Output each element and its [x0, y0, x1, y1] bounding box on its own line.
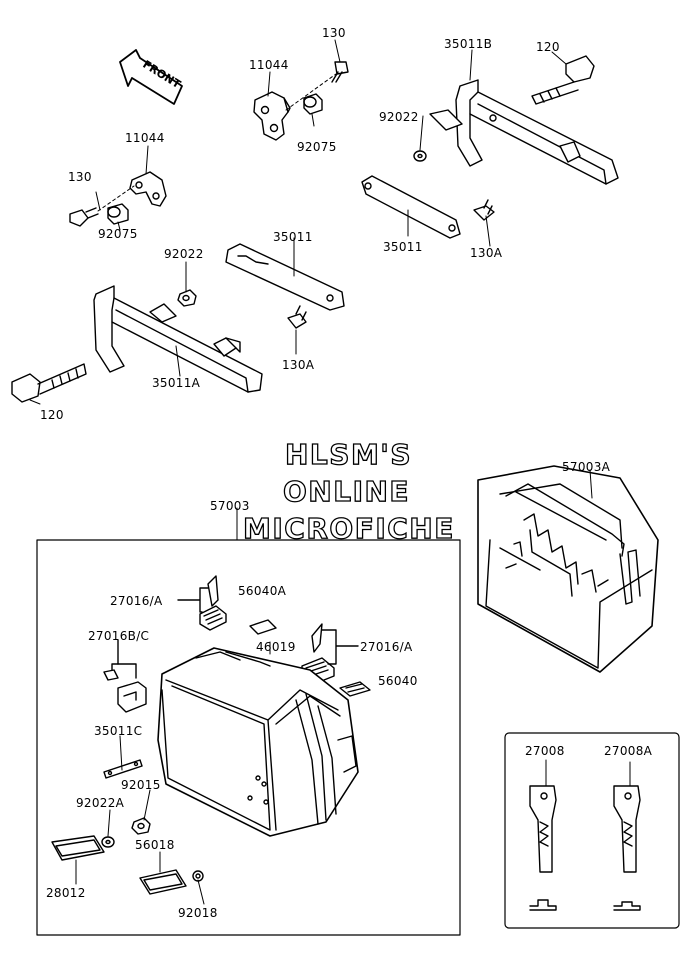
part-label: 57003A — [562, 460, 611, 474]
latch-27016A-left — [177, 575, 227, 631]
bracket-35011B — [429, 79, 619, 185]
part-label: 120 — [536, 40, 560, 54]
part-label: 130A — [282, 358, 315, 372]
washer-92022A — [101, 836, 115, 848]
part-label: 27016/A — [110, 594, 163, 608]
strap-35011C — [103, 759, 143, 779]
nut-92015 — [131, 817, 151, 835]
watermark-line-3: MICROFICHE — [242, 512, 455, 545]
part-label: 35011A — [152, 376, 201, 390]
part-label: 28012 — [46, 886, 86, 900]
assembly-57003-box — [36, 539, 461, 936]
part-label: 130 — [68, 170, 92, 184]
part-label: 11044 — [249, 58, 289, 72]
key-27008A — [613, 761, 641, 911]
bracket-11044-left — [129, 171, 167, 207]
bolt-130A-right — [473, 199, 495, 221]
part-label: 92022 — [164, 247, 204, 261]
part-label: 35011 — [383, 240, 423, 254]
pad-56040A — [249, 619, 277, 635]
part-label: 27008 — [525, 744, 565, 758]
part-label: 57003 — [210, 499, 250, 513]
watermark-line-2: ONLINE — [282, 475, 411, 508]
pad-56040 — [339, 681, 371, 697]
latch-27016BC — [103, 639, 147, 713]
part-label: 56018 — [135, 838, 175, 852]
part-label: 92075 — [98, 227, 138, 241]
part-label: 46019 — [256, 640, 296, 654]
part-label: 92022A — [76, 796, 125, 810]
saddlebag-57003A — [477, 465, 659, 673]
part-label: 35011 — [273, 230, 313, 244]
key-27008 — [529, 761, 557, 911]
washer-92022-mid — [177, 289, 197, 307]
bolt-130-top — [285, 61, 349, 111]
part-label: 35011C — [94, 724, 143, 738]
part-label: 56040 — [378, 674, 418, 688]
collar-92075-left — [107, 203, 129, 225]
bracket-35011A — [93, 285, 263, 393]
washer-92022-top — [413, 150, 427, 162]
part-label: 27016B/C — [88, 629, 150, 643]
part-label: 92022 — [379, 110, 419, 124]
bar-35011-right — [361, 175, 461, 239]
front-arrow-icon: FRONT — [119, 49, 183, 105]
part-label: 35011B — [444, 37, 493, 51]
part-label: 130 — [322, 26, 346, 40]
bolt-120-top — [531, 55, 595, 105]
watermark-line-1: HLSM'S — [284, 438, 413, 471]
bolt-120-bottom — [11, 363, 87, 403]
keys-inset-box — [504, 732, 680, 929]
plate-56018 — [139, 869, 187, 895]
bolt-130A-mid — [287, 305, 307, 329]
part-label: 27016/A — [360, 640, 413, 654]
part-label: 130A — [470, 246, 503, 260]
nut-92018 — [192, 870, 204, 882]
part-label: 56040A — [238, 584, 287, 598]
bolt-130-left — [69, 185, 135, 227]
part-label: 27008A — [604, 744, 653, 758]
part-label: 120 — [40, 408, 64, 422]
part-label: 92075 — [297, 140, 337, 154]
reflector-28012 — [51, 835, 105, 861]
saddlebag-46019 — [157, 647, 359, 837]
bracket-11044-top — [253, 91, 291, 141]
bar-35011-mid — [225, 243, 345, 311]
part-label: 92015 — [121, 778, 161, 792]
part-label: 92018 — [178, 906, 218, 920]
leader-lines — [29, 39, 593, 905]
part-label: 11044 — [125, 131, 165, 145]
collar-92075-top — [303, 93, 323, 115]
